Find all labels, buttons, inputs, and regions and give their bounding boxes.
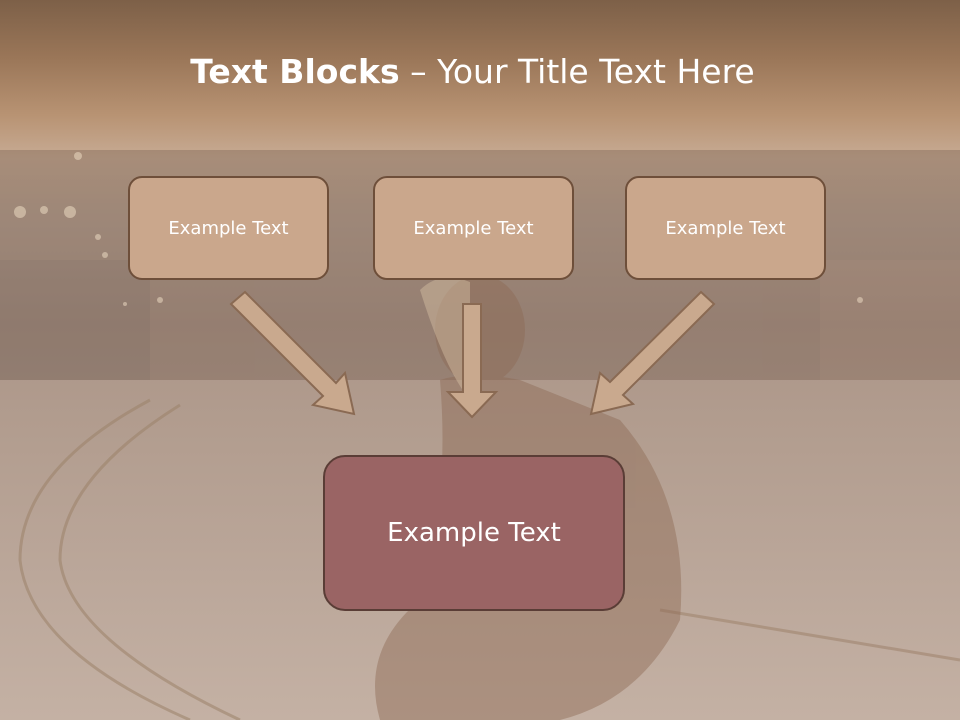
- arrow-right: [589, 290, 716, 416]
- text-block-label: Example Text: [665, 217, 786, 239]
- text-block-label: Example Text: [387, 518, 561, 548]
- arrow-center: [445, 303, 499, 419]
- text-block-top-left[interactable]: Example Text: [128, 176, 329, 280]
- text-block-top-right[interactable]: Example Text: [625, 176, 826, 280]
- text-block-label: Example Text: [168, 217, 289, 239]
- title-bold-part: Text Blocks: [190, 52, 400, 91]
- text-block-top-center[interactable]: Example Text: [373, 176, 574, 280]
- title-rest: Your Title Text Here: [437, 52, 755, 91]
- text-block-label: Example Text: [413, 217, 534, 239]
- text-block-main[interactable]: Example Text: [323, 455, 625, 611]
- title-separator: –: [399, 52, 438, 91]
- slide-title: Text Blocks – Your Title Text Here: [0, 52, 945, 91]
- arrow-left: [229, 290, 356, 416]
